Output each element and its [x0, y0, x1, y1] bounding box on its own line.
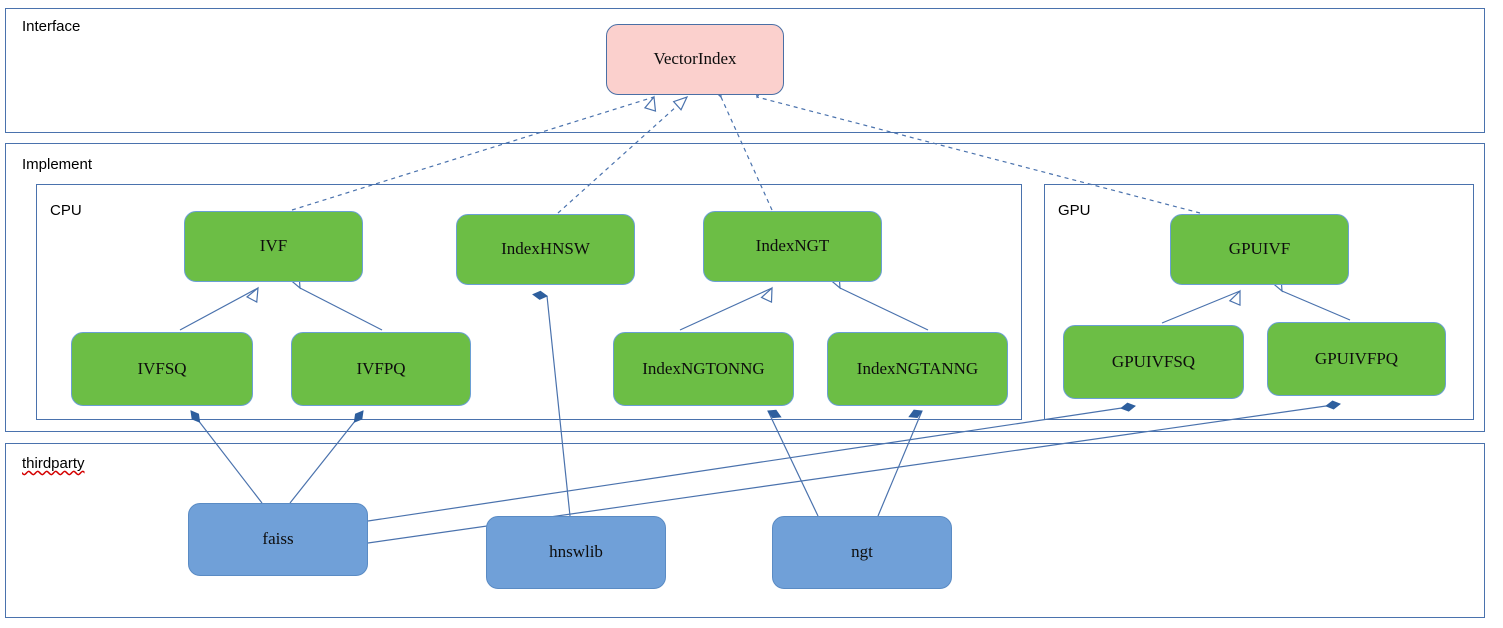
node-gpuivfsq[interactable]: GPUIVFSQ [1063, 325, 1244, 399]
node-ivfpq[interactable]: IVFPQ [291, 332, 471, 406]
node-hnswlib[interactable]: hnswlib [486, 516, 666, 589]
node-ivf[interactable]: IVF [184, 211, 363, 282]
group-label-thirdparty: thirdparty [22, 455, 85, 472]
node-indexngtanng[interactable]: IndexNGTANNG [827, 332, 1008, 406]
node-indexngt[interactable]: IndexNGT [703, 211, 882, 282]
group-label-cpu: CPU [50, 202, 82, 219]
node-ivfsq[interactable]: IVFSQ [71, 332, 253, 406]
node-gpuivf[interactable]: GPUIVF [1170, 214, 1349, 285]
group-label-gpu: GPU [1058, 202, 1091, 219]
group-label-implement: Implement [22, 156, 93, 173]
node-indexngtonng[interactable]: IndexNGTONNG [613, 332, 794, 406]
node-indexhnsw[interactable]: IndexHNSW [456, 214, 635, 285]
node-ngt[interactable]: ngt [772, 516, 952, 589]
node-faiss[interactable]: faiss [188, 503, 368, 576]
group-label-interface: Interface [22, 18, 81, 35]
node-gpuivfpq[interactable]: GPUIVFPQ [1267, 322, 1446, 396]
node-vectorindex[interactable]: VectorIndex [606, 24, 784, 95]
